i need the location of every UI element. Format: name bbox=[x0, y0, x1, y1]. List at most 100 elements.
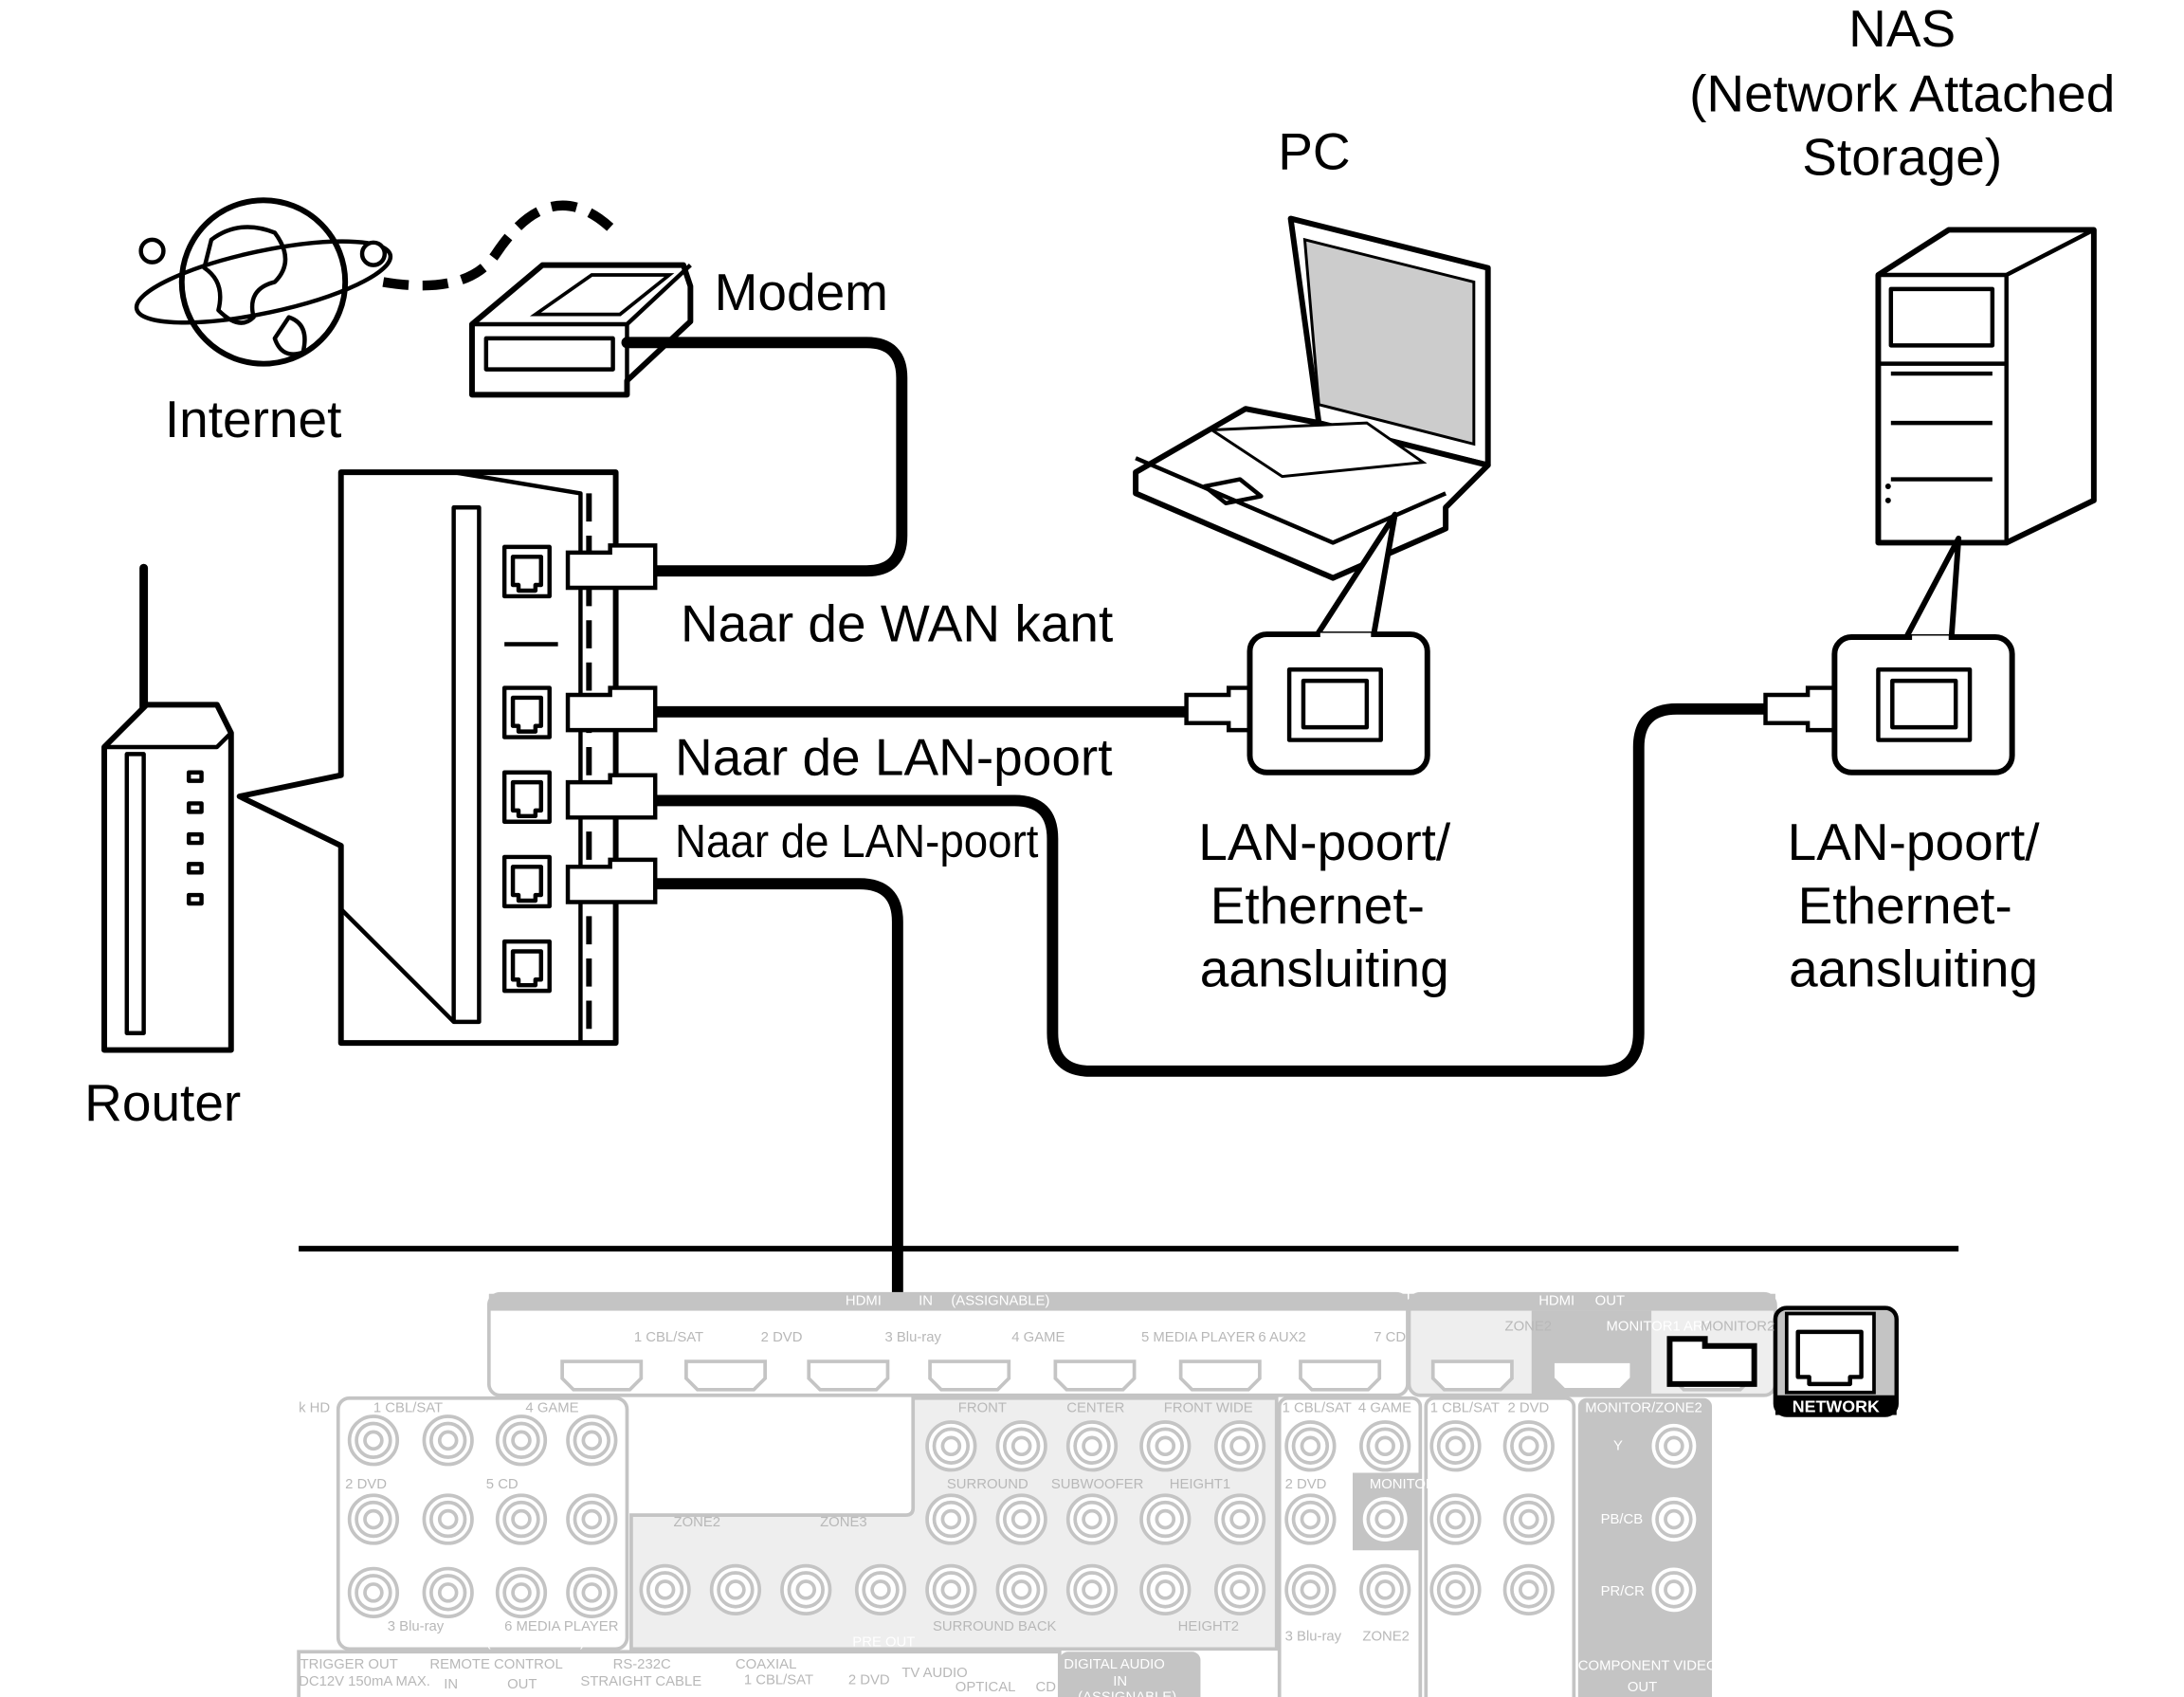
rca-jack bbox=[925, 1493, 977, 1545]
panel-label-bottom: DIGITAL AUDIO bbox=[1064, 1657, 1165, 1672]
panel-label-pre-out: HEIGHT2 bbox=[1178, 1619, 1239, 1634]
panel-label-pre-out: SUBWOOFER bbox=[1051, 1477, 1144, 1492]
internet-label: Internet bbox=[165, 390, 341, 448]
hdmi-port bbox=[684, 1359, 768, 1392]
rca-jack bbox=[780, 1563, 832, 1616]
svg-text:NAS: NAS bbox=[1848, 0, 1956, 58]
rca-jack bbox=[1359, 1420, 1411, 1472]
laptop-icon bbox=[1133, 215, 1491, 581]
hdmi-port bbox=[928, 1359, 1011, 1392]
panel-label-video: 3 Blu-ray bbox=[1285, 1629, 1342, 1644]
panel-label-bottom: 1 CBL/SAT bbox=[744, 1672, 813, 1688]
panel-label-bottom: TRIGGER OUT bbox=[300, 1657, 398, 1672]
hdmi-port bbox=[1053, 1359, 1137, 1392]
svg-text:Ethernet-: Ethernet- bbox=[1798, 876, 2012, 935]
panel-label-bottom: TV AUDIO bbox=[901, 1666, 967, 1681]
pc-label: PC bbox=[1278, 122, 1350, 181]
panel-label-component-in: 2 DVD bbox=[1508, 1401, 1550, 1416]
hdmi-port bbox=[560, 1359, 644, 1392]
rca-jack bbox=[422, 1493, 474, 1545]
rca-jack bbox=[1429, 1493, 1482, 1545]
panel-label-bottom: STRAIGHT CABLE bbox=[580, 1674, 701, 1689]
panel-label-component-out: OUT bbox=[1628, 1680, 1657, 1695]
panel-label-hdmi-in: (ASSIGNABLE) bbox=[951, 1294, 1049, 1309]
panel-label-audio-in: 6 MEDIA PLAYER bbox=[504, 1619, 619, 1634]
nas-server-icon bbox=[1875, 227, 2097, 546]
panel-label-component-in: 1 CBL/SAT bbox=[1430, 1401, 1500, 1416]
rca-jack bbox=[1065, 1420, 1119, 1472]
panel-label-hdmi-out-ports: MONITOR1 ARC bbox=[1607, 1319, 1714, 1334]
hdmi-port bbox=[1178, 1359, 1262, 1392]
panel-label-hdmi-in-ports: 4 GAME bbox=[1011, 1330, 1065, 1345]
hdmi-port bbox=[807, 1359, 890, 1392]
hdmi-port bbox=[1551, 1359, 1634, 1392]
rca-jack bbox=[1139, 1563, 1192, 1616]
panel-label-hdmi-out: HDMI bbox=[1538, 1294, 1574, 1309]
rca-jack bbox=[1213, 1420, 1266, 1472]
receiver-ethernet-plug-icon bbox=[1666, 1336, 1757, 1387]
modem-icon bbox=[468, 262, 694, 398]
rca-jack bbox=[925, 1563, 977, 1616]
panel-label-video: OUT bbox=[1370, 1680, 1399, 1695]
panel-label-component-out: MONITOR/ZONE2 bbox=[1585, 1401, 1702, 1416]
panel-label-video: (ASSIGNABLE) bbox=[1283, 1689, 1381, 1697]
panel-label-audio-in: 4 GAME bbox=[525, 1401, 578, 1416]
rca-jack bbox=[1139, 1420, 1192, 1472]
rca-jack bbox=[1502, 1420, 1555, 1472]
panel-label-component-in: IN bbox=[1491, 1674, 1505, 1689]
rca-jack bbox=[1065, 1493, 1119, 1545]
panel-label-hdmi-out-ports: MONITOR2 bbox=[1701, 1319, 1774, 1334]
rca-jack bbox=[1284, 1493, 1337, 1545]
router-to-nas-cable bbox=[649, 703, 1835, 1077]
rca-jack bbox=[925, 1420, 977, 1472]
panel-label-pre-out: FRONT bbox=[958, 1401, 1007, 1416]
panel-label-bottom: COAXIAL bbox=[736, 1657, 796, 1672]
rca-jack bbox=[854, 1563, 907, 1616]
panel-label-bottom: IN bbox=[1113, 1674, 1127, 1689]
rca-jack bbox=[1647, 1493, 1701, 1545]
panel-label-video: 2 DVD bbox=[1285, 1477, 1327, 1492]
rca-jack bbox=[1359, 1493, 1411, 1545]
rca-jack bbox=[495, 1414, 548, 1467]
panel-label-hdmi-in-ports: 5 MEDIA PLAYER bbox=[1141, 1330, 1256, 1345]
panel-label-bottom: DC12V 150mA MAX. bbox=[299, 1674, 430, 1689]
svg-text:(Network Attached: (Network Attached bbox=[1689, 64, 2115, 123]
panel-label-bottom: CD bbox=[1036, 1680, 1057, 1695]
panel-label-video: IN bbox=[1306, 1674, 1320, 1689]
lan-port-1-icon bbox=[501, 685, 552, 739]
panel-label-audio-in: 1 CBL/SAT bbox=[373, 1401, 443, 1416]
rca-jack bbox=[566, 1493, 618, 1545]
modem-label: Modem bbox=[715, 263, 888, 321]
panel-label-video: VIDEO bbox=[1288, 1659, 1332, 1674]
hdmi-ports bbox=[560, 1359, 1754, 1392]
rca-jack bbox=[422, 1566, 474, 1618]
network-port-label: NETWORK bbox=[1793, 1397, 1880, 1416]
rca-jack bbox=[995, 1420, 1047, 1472]
lan-port-label-1: Naar de LAN-poort bbox=[675, 728, 1112, 787]
panel-label-hdmi-in: HDMI bbox=[846, 1294, 882, 1309]
rca-jack bbox=[347, 1566, 400, 1618]
nas-label: NAS (Network Attached Storage) bbox=[1689, 0, 2115, 186]
panel-label-video: VIDEO bbox=[1359, 1659, 1403, 1674]
panel-label-component-out: PR/CR bbox=[1601, 1584, 1646, 1599]
rca-jack bbox=[1429, 1563, 1482, 1616]
lan-port-2-icon bbox=[501, 770, 552, 824]
rca-jack bbox=[1647, 1563, 1701, 1616]
panel-label-hdmi-in-ports: 2 DVD bbox=[761, 1330, 803, 1345]
pc-lan-port-callout bbox=[1247, 511, 1430, 776]
panel-label-audio-in: IN bbox=[448, 1634, 463, 1650]
rca-jacks bbox=[347, 1414, 1701, 1618]
panel-label-hdmi-in-ports: 1 CBL/SAT bbox=[634, 1330, 703, 1345]
panel-label-video: MONITOR bbox=[1370, 1477, 1436, 1492]
rca-jack bbox=[709, 1563, 762, 1616]
panel-label-bottom: RS-232C bbox=[613, 1657, 671, 1672]
panel-label-audio-in: AUDIO bbox=[369, 1634, 413, 1650]
panel-label-pre-out: PRE OUT bbox=[852, 1634, 915, 1650]
panel-label-pre-out: SURROUND BACK bbox=[933, 1619, 1057, 1634]
rca-jack bbox=[1139, 1493, 1192, 1545]
hdmi-port bbox=[1430, 1359, 1514, 1392]
hdmi-port bbox=[1299, 1359, 1382, 1392]
panel-label-pre-out: CENTER bbox=[1066, 1401, 1124, 1416]
panel-label-audio-in: 3 Blu-ray bbox=[388, 1619, 445, 1634]
nas-lan-port-callout bbox=[1831, 536, 2015, 776]
